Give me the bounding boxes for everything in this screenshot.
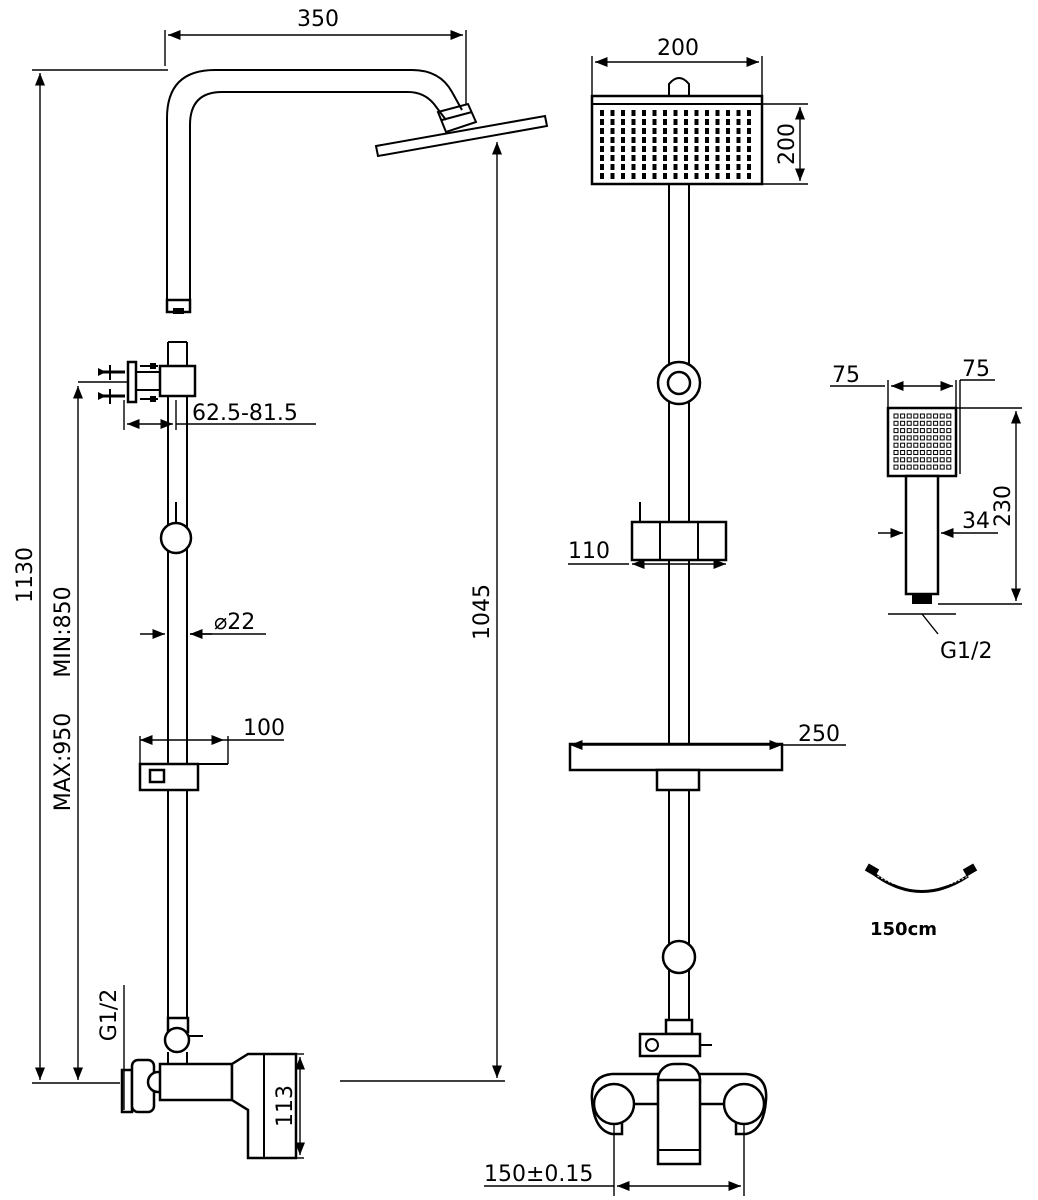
- dim-lower-shelf-front: 250: [798, 722, 840, 747]
- riser-top: [668, 77, 690, 96]
- dim-hand-thread: G1/2: [940, 639, 992, 664]
- dim-hand-depth: 75: [962, 357, 990, 382]
- front-dimensions: 200 200 110 250 150±0.15: [484, 36, 846, 1196]
- screws-icon: [98, 363, 158, 404]
- dim-pipe-diameter: ⌀22: [214, 610, 255, 635]
- diverter-valve: [163, 1026, 191, 1054]
- dim-head-height: 1045: [470, 584, 495, 640]
- front-view: [568, 77, 784, 1166]
- wall-bracket: [158, 364, 197, 398]
- dim-wall-bracket: 62.5-81.5: [192, 401, 298, 426]
- hand-dimensions: 75 75 230 34 G1/2: [830, 357, 1022, 664]
- front-slider-knob: [661, 939, 697, 975]
- dim-head-width: 200: [657, 36, 699, 61]
- hand-nozzle-grid: [893, 413, 952, 470]
- hand-shower-handle: [904, 474, 940, 596]
- hand-shower: [886, 406, 958, 604]
- dim-lower-shelf-side: 100: [243, 716, 285, 741]
- hose-icon: [864, 863, 978, 893]
- dim-hand-width: 75: [832, 363, 860, 388]
- dim-mixer-spacing: 150±0.15: [484, 1162, 593, 1187]
- lower-shelf-side: [138, 762, 200, 792]
- hose-length-label: 150cm: [870, 919, 937, 940]
- lower-shelf-front: [568, 742, 784, 772]
- dim-total-height: 1130: [13, 547, 38, 603]
- mixer-front: [590, 1062, 768, 1166]
- side-view: [98, 69, 549, 1160]
- slider-knob: [159, 521, 193, 555]
- dim-max-height: MAX:950: [51, 713, 76, 812]
- side-dimensions: 350 1130 1045 62.5-81.5 MIN:850 MAX:950 …: [13, 7, 505, 1159]
- dim-upper-shelf: 110: [568, 539, 610, 564]
- rain-head-side: [374, 114, 549, 158]
- nozzle-grid: [600, 110, 751, 179]
- dim-head-depth: 200: [775, 123, 800, 165]
- shower-arm: [166, 69, 463, 310]
- wall-plate: [126, 360, 138, 404]
- dim-min-height: MIN:850: [51, 586, 76, 677]
- dim-inlet-thread-side: G1/2: [97, 989, 122, 1041]
- dim-hand-length: 230: [991, 485, 1016, 527]
- front-diverter: [638, 1032, 702, 1058]
- mixer-side: [120, 1052, 298, 1160]
- dim-hand-handle: 34: [962, 509, 990, 534]
- dim-arm-length: 350: [297, 7, 339, 32]
- dim-mixer-height: 113: [273, 1085, 298, 1127]
- upper-shelf-front: [630, 520, 728, 562]
- head-joint: [436, 102, 478, 134]
